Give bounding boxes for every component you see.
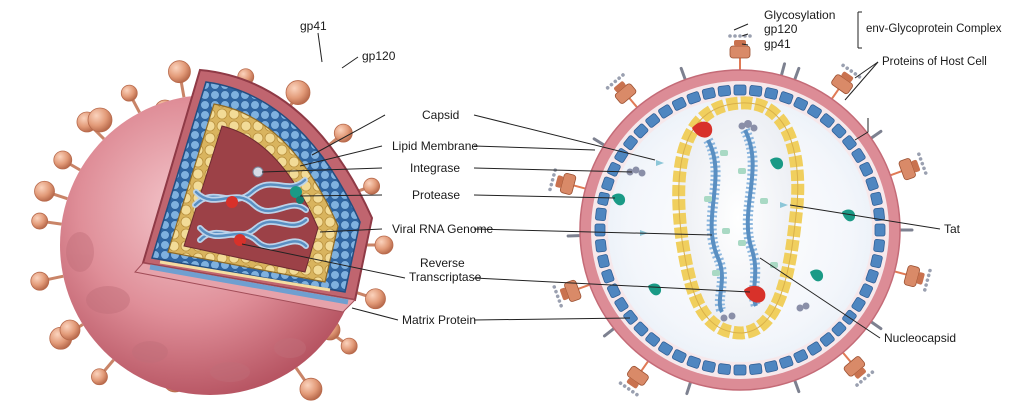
label-gp120-left: gp120 [362, 50, 395, 63]
surface-knob [286, 81, 310, 105]
label-reverse-transcriptase-2: Transcriptase [409, 271, 481, 284]
matrix-protein-block [870, 192, 882, 206]
surface-knob [35, 181, 55, 201]
surface-knob [364, 178, 380, 194]
surface-knob [32, 213, 48, 229]
label-nucleocapsid: Nucleocapsid [884, 332, 956, 345]
label-matrix-protein: Matrix Protein [402, 314, 476, 327]
label-proteins-of-host-cell: Proteins of Host Cell [882, 56, 987, 69]
surface-knob [31, 272, 49, 290]
surface-knob [91, 369, 107, 385]
surface-knob [168, 61, 190, 83]
matrix-protein-block [597, 254, 609, 268]
surface-knob [334, 124, 352, 142]
label-lipid-membrane: Lipid Membrane [392, 140, 478, 153]
matrix-protein-block [702, 87, 716, 99]
right-cross-section [548, 34, 932, 397]
left-rna-enzyme [226, 196, 238, 208]
surface-knob [375, 236, 393, 254]
label-tat: Tat [944, 223, 960, 236]
env-spike [605, 72, 638, 105]
env-spike [829, 63, 862, 96]
surface-knob [54, 151, 72, 169]
surface-knob [300, 378, 322, 400]
label-glycosylation: Glycosylation [764, 9, 835, 22]
left-integrase [253, 167, 263, 177]
matrix-protein-block [597, 192, 609, 206]
matrix-protein-block [749, 363, 762, 374]
surface-knob [341, 338, 357, 354]
label-protease: Protease [412, 189, 460, 202]
label-capsid: Capsid [422, 109, 459, 122]
surface-knob [60, 320, 80, 340]
matrix-protein-block [764, 360, 778, 372]
surface-knob [88, 108, 112, 132]
matrix-protein-block [718, 363, 731, 374]
matrix-protein-block [702, 360, 716, 372]
matrix-protein-block [764, 87, 778, 99]
matrix-protein-block [870, 254, 882, 268]
matrix-protein-block [718, 85, 731, 96]
label-viral-rna-genome: Viral RNA Genome [392, 223, 493, 236]
env-spike [618, 364, 651, 397]
label-gp120-right: gp120 [764, 23, 797, 36]
env-spike [842, 354, 875, 387]
matrix-protein-block [873, 239, 884, 252]
label-env-glycoprotein-complex: env-Glycoprotein Complex [866, 23, 1002, 36]
surface-knob [365, 289, 385, 309]
label-gp41-right: gp41 [764, 38, 791, 51]
matrix-protein-block [595, 208, 606, 221]
env-spike [548, 168, 577, 197]
matrix-protein-block [749, 85, 762, 96]
matrix-protein-block [875, 224, 885, 236]
matrix-protein-block [595, 239, 606, 252]
surface-knob [121, 85, 137, 101]
matrix-protein-block [734, 85, 746, 95]
matrix-protein-block [595, 224, 605, 236]
env-spike [728, 34, 752, 58]
label-gp41-left: gp41 [300, 20, 327, 33]
left-virion [31, 61, 393, 400]
env-spike [903, 263, 932, 292]
env-spike [898, 152, 928, 182]
label-integrase: Integrase [410, 162, 460, 175]
label-reverse-transcriptase-1: Reverse [420, 257, 465, 270]
matrix-protein-block [734, 365, 746, 375]
